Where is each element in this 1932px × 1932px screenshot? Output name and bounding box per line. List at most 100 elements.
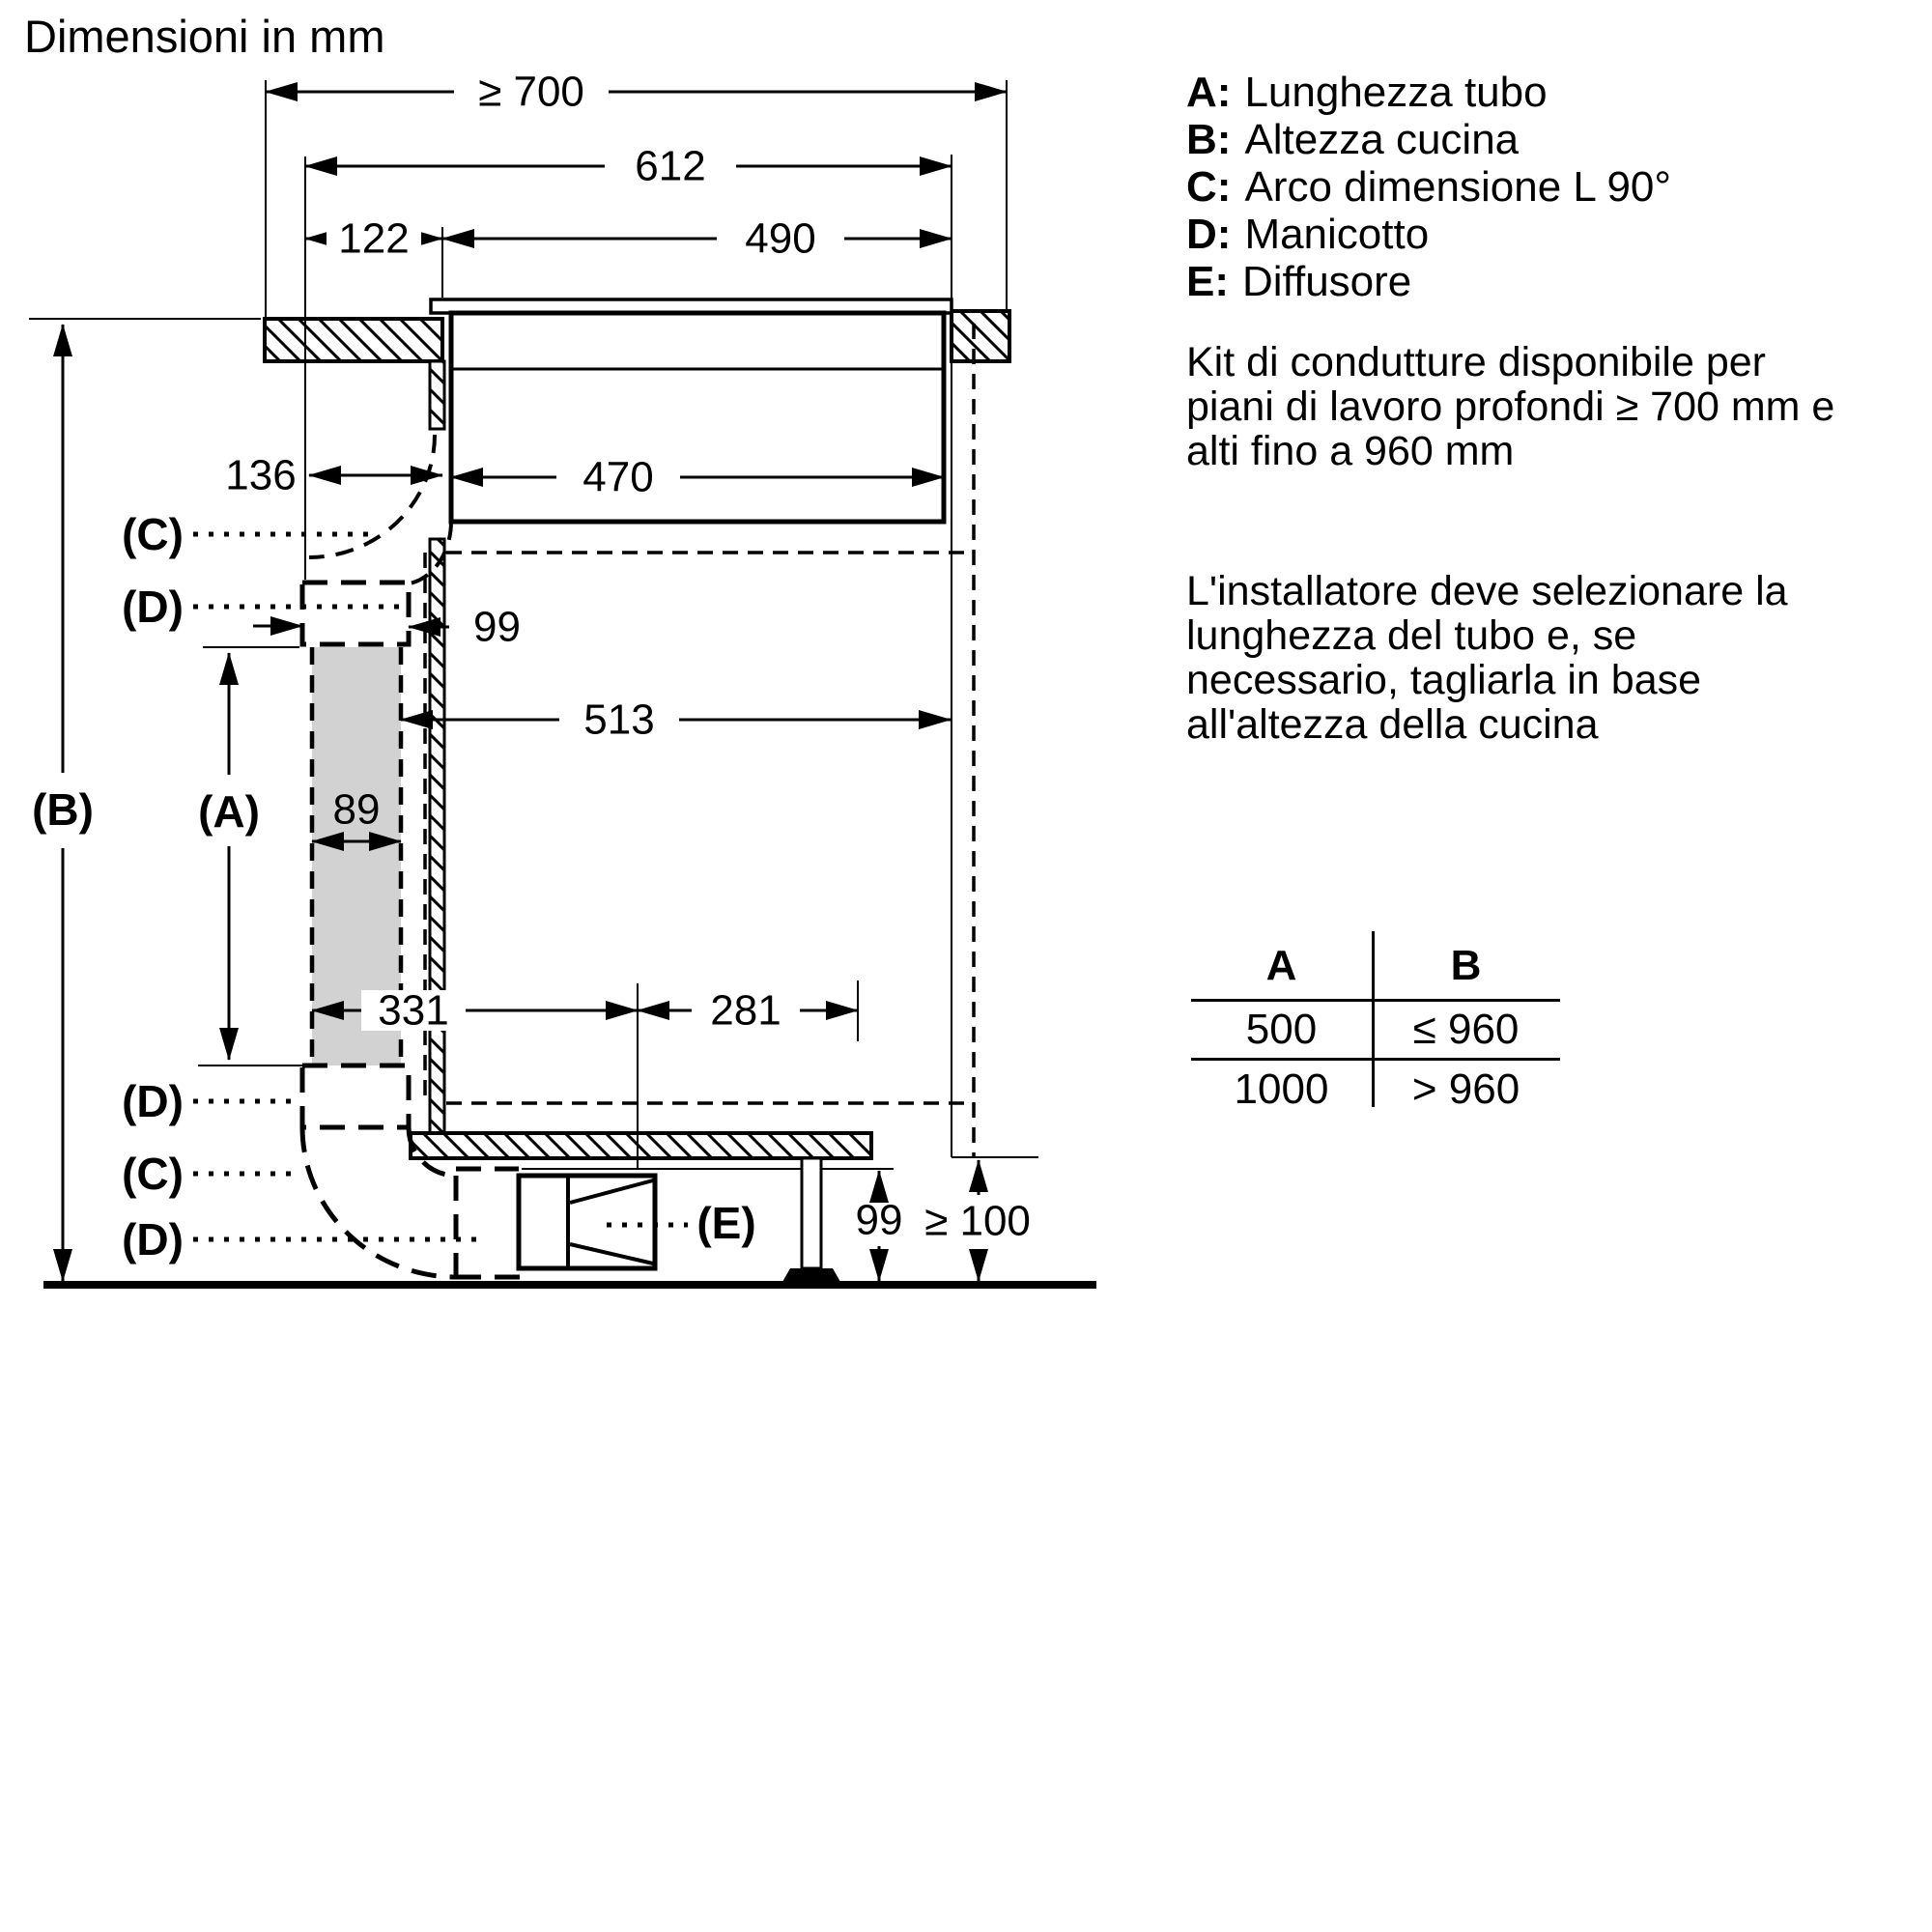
dim-tube-width: 89 (311, 786, 402, 851)
legend-item: B: Altezza cucina (1186, 116, 1932, 163)
callout-a: (A) (198, 786, 260, 837)
duct-stub-hatch (428, 359, 446, 431)
cabinet-foot (782, 1268, 840, 1282)
installation-diagram: ≥ 700 612 122 490 136 470 99 513 (29, 69, 1096, 1289)
upper-elbow-inner-arc (400, 521, 453, 586)
cabinet-bottom-hatch (409, 1131, 873, 1160)
callout-c: (C) (122, 509, 184, 559)
legend-item: C:Arco dimensione L 90° (1186, 163, 1932, 211)
note-installer: L'installatore deve selezionare la lungh… (1186, 569, 1932, 747)
legend-item: D: Manicotto (1186, 211, 1932, 258)
dim-overall-width: 612 (304, 143, 952, 1157)
legend-item: E: Diffusore (1186, 258, 1932, 305)
dim-worktop-depth: ≥ 700 (265, 69, 1008, 319)
legend-key: D: (1186, 211, 1232, 258)
manicotto-lower-box (299, 1063, 412, 1130)
legend-label: Arco dimensione L 90° (1244, 163, 1671, 211)
legend: A: Lunghezza tubo B: Altezza cucina C:Arco… (1186, 69, 1932, 305)
dim-label: 490 (745, 215, 815, 263)
legend-label: Diffusore (1242, 258, 1412, 305)
note-line: Kit di condutture disponibile per (1186, 339, 1766, 385)
callout-labels: (C) (D) (D) (C) (D) (E) (122, 509, 756, 1264)
upper-elbow-outer-arc (308, 434, 437, 559)
lower-elbow-inner-arc (406, 1126, 457, 1179)
note-line: piani di lavoro profondi ≥ 700 mm e (1186, 384, 1835, 430)
dim-label: 89 (333, 786, 381, 834)
dim-duct-offset: 99 (253, 604, 521, 651)
note-kit: Kit di condutture disponibile per piani … (1186, 340, 1932, 473)
dim-label-bg (361, 990, 466, 1031)
dim-label-bg (559, 699, 679, 740)
dim-interior-width: 513 (400, 696, 952, 744)
callout-d: (D) (122, 1076, 184, 1126)
note-line: alti fino a 960 mm (1186, 428, 1515, 474)
dim-label-bg (717, 218, 844, 259)
callout-d: (D) (122, 1214, 184, 1264)
diffuser-funnel-top (569, 1179, 654, 1205)
dim-label-bg (692, 990, 800, 1031)
dim-label-bg (454, 70, 609, 114)
dim-label: 136 (225, 452, 296, 499)
callout-b: (B) (32, 784, 94, 835)
diffuser-box (516, 1173, 658, 1271)
page-title: Dimensioni in mm (24, 11, 385, 62)
dim-label: 99 (856, 1197, 903, 1244)
hob-body (448, 310, 947, 525)
note-line: necessario, tagliarla in base (1186, 657, 1702, 703)
hob-assembly (409, 298, 953, 1282)
dim-label: 470 (582, 454, 653, 501)
dim-floor-clearance: ≥ 100 (924, 1156, 1038, 1282)
dim-label: 281 (710, 987, 781, 1035)
table-cell: > 960 (1411, 1065, 1520, 1113)
dim-plinth-height: 99 (856, 1170, 903, 1282)
legend-key: A: (1186, 69, 1232, 116)
dim-label: ≥ 100 (924, 1198, 1031, 1245)
table-cell: 1000 (1234, 1065, 1329, 1113)
callout-d: (D) (122, 582, 184, 632)
dim-label: 331 (378, 987, 448, 1035)
callout-e: (E) (696, 1198, 755, 1248)
note-line: L'installatore deve selezionare la (1186, 568, 1788, 614)
table-header-b: B (1450, 942, 1482, 989)
legend-key: E: (1186, 258, 1229, 305)
diffuser (516, 1173, 658, 1271)
worktop-section (263, 309, 1011, 363)
table-column-divider (1372, 931, 1375, 1107)
worktop-left-hatch (263, 317, 444, 363)
worktop-right-hatch (950, 309, 1011, 363)
dim-offset-cutout: 122 490 (304, 215, 952, 298)
callout-c: (C) (122, 1149, 184, 1199)
dim-label-bg (556, 457, 680, 497)
note-line: lunghezza del tubo e, se (1186, 612, 1637, 659)
dim-label: 122 (338, 215, 409, 263)
legend-key: B: (1186, 116, 1232, 163)
table-row: 1000 > 960 (1191, 1061, 1560, 1117)
lower-elbow-outer-arc (299, 1126, 457, 1280)
legend-key: C: (1186, 163, 1232, 211)
legend-item: A: Lunghezza tubo (1186, 69, 1932, 116)
table-header-a: A (1265, 942, 1297, 989)
table-cell: ≤ 960 (1412, 1006, 1520, 1053)
legend-label: Lunghezza tubo (1244, 69, 1548, 116)
callout-leaders (193, 531, 688, 1242)
dim-label: ≥ 700 (478, 69, 584, 116)
dim-label-bg (327, 218, 421, 259)
manicotto-upper-box (299, 580, 412, 647)
cabinet-leg (800, 1156, 823, 1270)
dim-kitchen-height: (B) (29, 318, 261, 1282)
note-line: all'altezza della cucina (1186, 701, 1599, 748)
legend-label: Manicotto (1244, 211, 1430, 258)
legend-label: Altezza cucina (1244, 116, 1520, 163)
dim-tube-length: (A) (198, 646, 309, 1066)
table-row: 500 ≤ 960 (1191, 1002, 1560, 1061)
dim-inlet-body: 136 470 (225, 452, 945, 501)
diffuser-funnel-bottom (569, 1242, 654, 1265)
dim-label: 513 (583, 696, 654, 744)
dim-label-bg (605, 145, 736, 187)
tube-length-table: A B 500 ≤ 960 1000 > 960 (1191, 931, 1560, 1117)
dim-label: 99 (473, 604, 521, 651)
table-header-row: A B (1191, 939, 1560, 1002)
dim-bottom-widths: 331 281 (311, 980, 859, 1169)
dim-label: 612 (635, 143, 705, 190)
table-cell: 500 (1245, 1006, 1318, 1053)
